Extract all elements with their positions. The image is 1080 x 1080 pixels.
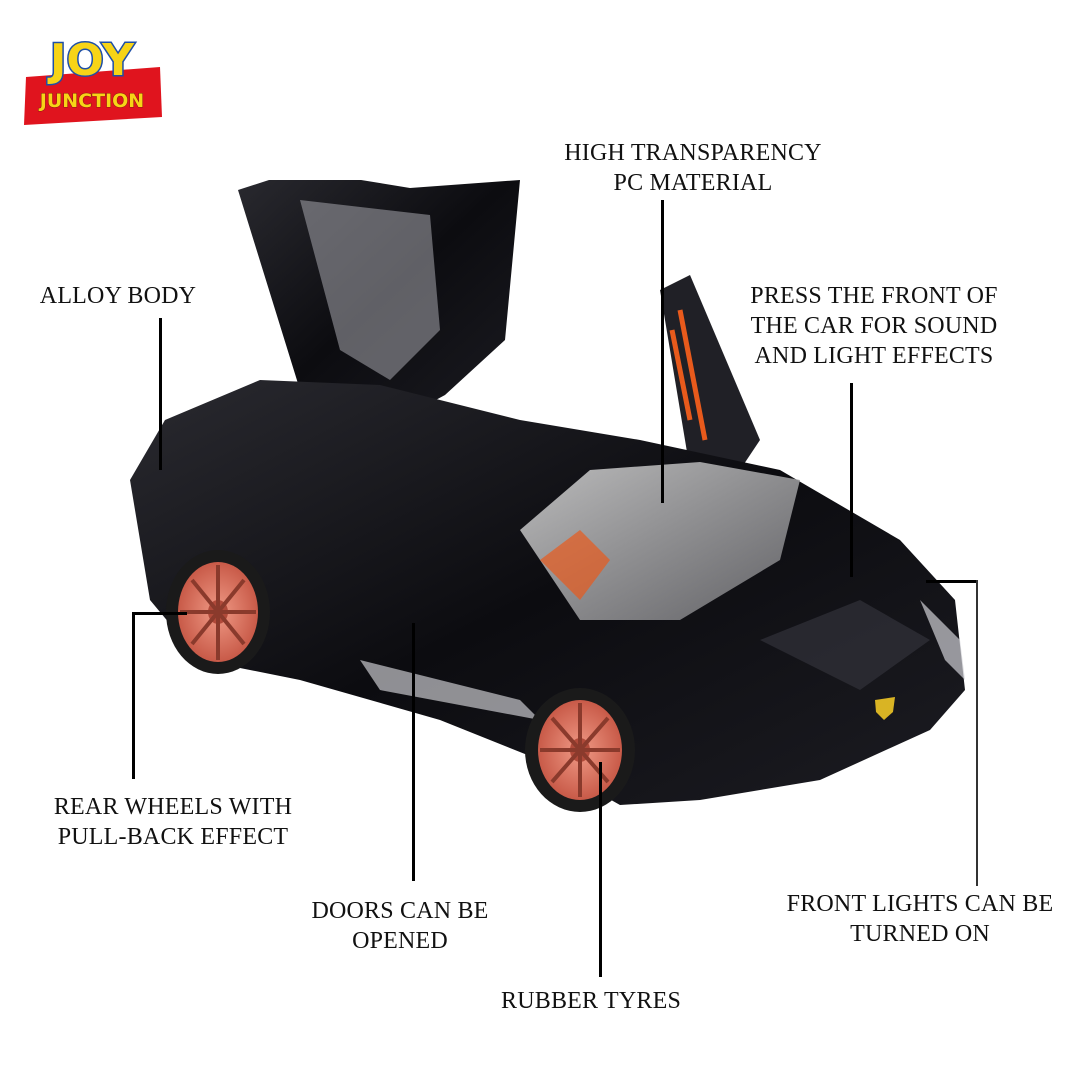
front-lights-connector-h bbox=[926, 580, 978, 583]
callout-high-transparency: HIGH TRANSPARENCY PC MATERIAL bbox=[564, 140, 822, 196]
rear-wheel bbox=[166, 550, 270, 674]
callout-rear-wheels: REAR WHEELS WITH PULL-BACK EFFECT bbox=[53, 794, 293, 850]
alloy-body-connector bbox=[159, 318, 162, 470]
door-window bbox=[300, 200, 440, 380]
callout-alloy-body: ALLOY BODY bbox=[39, 283, 197, 309]
logo-joy-text: JOY bbox=[47, 35, 135, 86]
headlight bbox=[920, 600, 965, 680]
rubber-tyres-connector bbox=[599, 762, 602, 977]
callout-press-front: PRESS THE FRONT OF THE CAR FOR SOUND AND… bbox=[750, 283, 998, 369]
front-lights-connector-v bbox=[976, 580, 978, 886]
joy-junction-logo: JOY JUNCTION bbox=[24, 34, 162, 125]
rear-wheels-connector-h bbox=[132, 612, 187, 615]
rear-wheels-connector-v bbox=[132, 612, 135, 779]
callout-rubber-tyres: RUBBER TYRES bbox=[501, 988, 681, 1014]
high-transparency-connector bbox=[661, 200, 664, 503]
press-front-connector bbox=[850, 383, 853, 577]
front-wheel bbox=[525, 688, 635, 812]
logo-junction-text: JUNCTION bbox=[38, 90, 144, 112]
callout-doors: DOORS CAN BE OPENED bbox=[311, 898, 489, 954]
doors-connector bbox=[412, 623, 415, 881]
brand-badge-icon bbox=[875, 697, 895, 720]
toy-car-image bbox=[130, 180, 965, 812]
callout-front-lights: FRONT LIGHTS CAN BE TURNED ON bbox=[786, 891, 1054, 947]
logo-red-banner bbox=[24, 67, 162, 125]
